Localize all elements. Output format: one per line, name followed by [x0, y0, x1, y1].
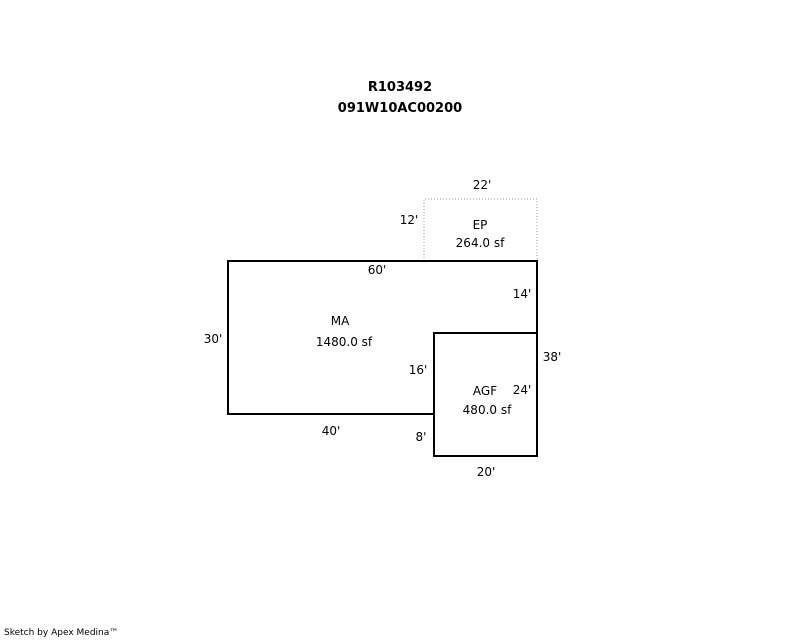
dim-ep-top: 22' — [473, 178, 492, 192]
ep-size: 264.0 sf — [456, 236, 505, 250]
ma-code: MA — [331, 314, 350, 328]
map-number: 091W10AC00200 — [337, 101, 463, 116]
parcel-id: R103492 — [367, 80, 433, 95]
sketch-credit: Sketch by Apex Medina™ — [4, 628, 119, 638]
agf-code: AGF — [473, 384, 497, 398]
ma-size: 1480.0 sf — [316, 335, 373, 349]
ep-code: EP — [473, 218, 488, 232]
dim-right-upper: 14' — [513, 287, 532, 301]
ep-outline — [423, 198, 538, 261]
dim-agf-left-lower: 8' — [416, 430, 427, 444]
dim-agf-bottom: 20' — [477, 465, 496, 479]
dim-ma-left: 30' — [204, 332, 223, 346]
dim-agf-left-upper: 16' — [409, 363, 428, 377]
dim-right-total: 38' — [543, 350, 562, 364]
dim-agf-right: 24' — [513, 383, 532, 397]
agf-size: 480.0 sf — [463, 403, 512, 417]
dim-ep-left: 12' — [400, 213, 419, 227]
agf-outline — [433, 332, 538, 457]
dim-ma-bottom: 40' — [322, 424, 341, 438]
dim-ma-top: 60' — [368, 263, 387, 277]
